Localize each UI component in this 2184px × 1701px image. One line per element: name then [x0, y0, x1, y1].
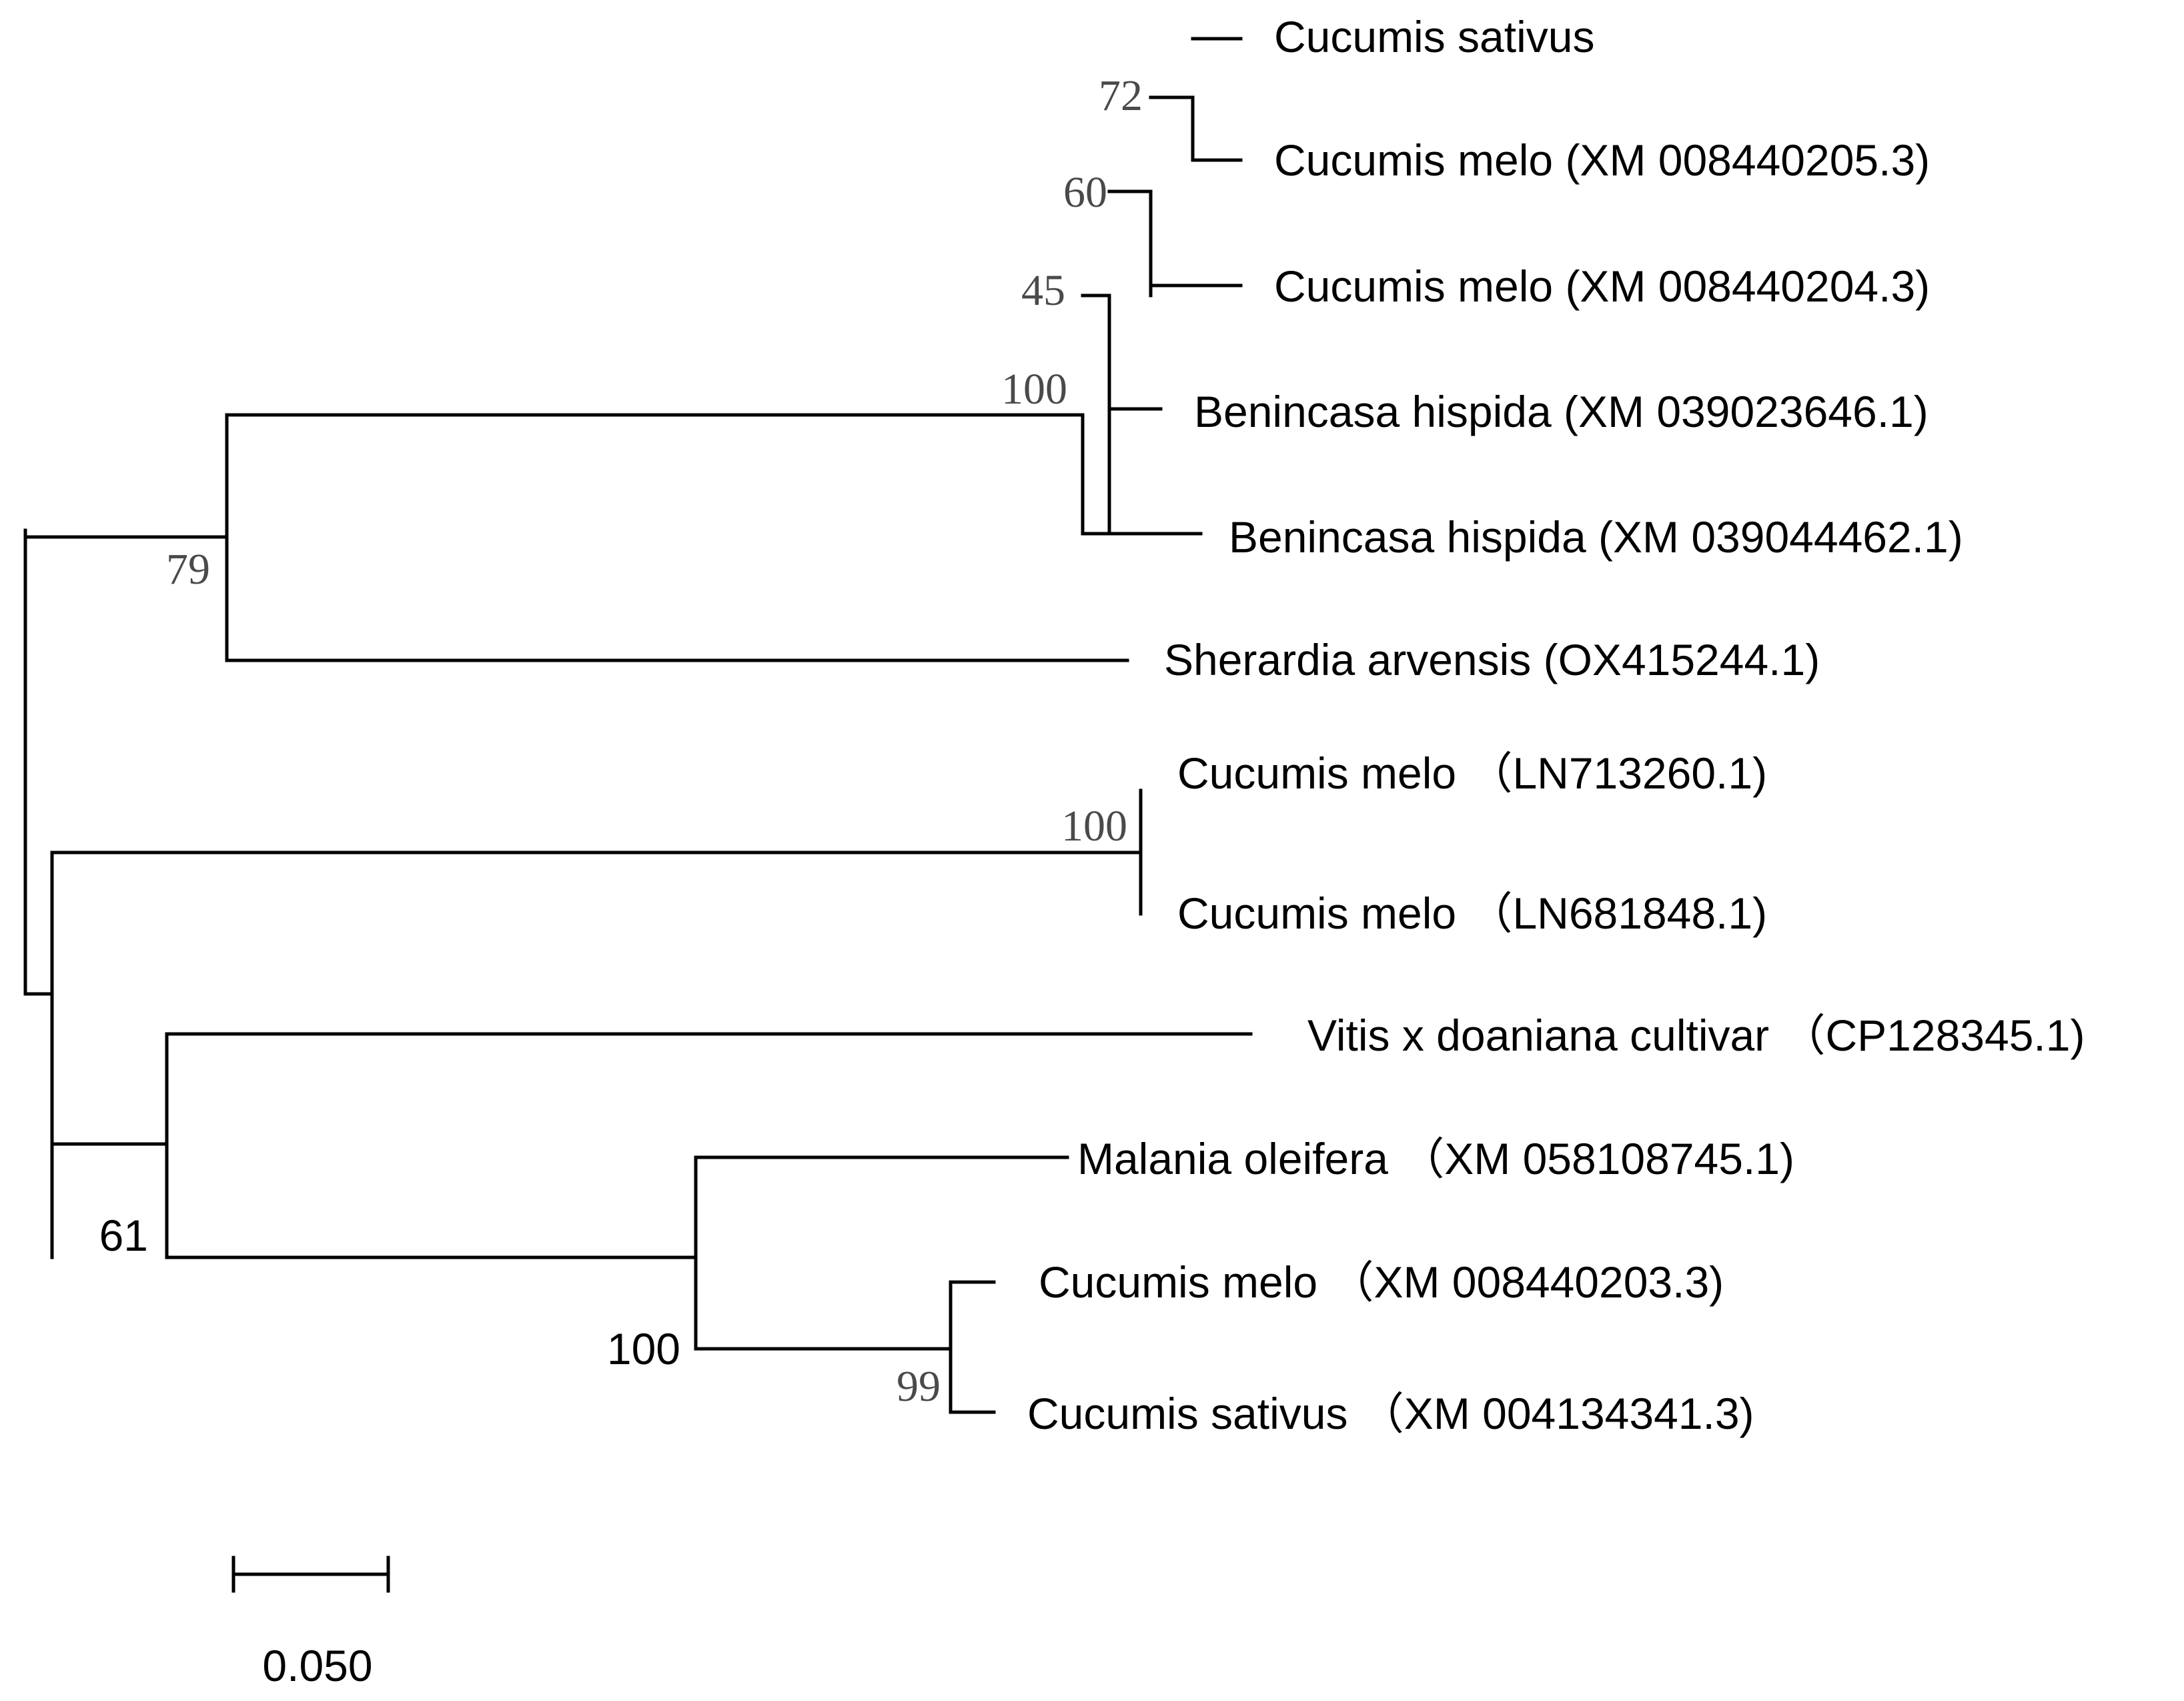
bootstrap-value-n61: 61: [99, 1211, 148, 1260]
scale-bar-label: 0.050: [262, 1641, 372, 1690]
leaf-label-12: Cucumis sativus （XM 004134341.3): [1027, 1389, 1754, 1438]
leaf-label-5: Benincasa hispida (XM 039044462.1): [1229, 512, 1963, 562]
bootstrap-value-n45: 45: [1021, 266, 1065, 315]
bootstrap-value-n79: 79: [166, 545, 210, 594]
leaf-label-10: Malania oleifera （XM 058108745.1): [1077, 1134, 1794, 1183]
bootstrap-value-n100b: 100: [1061, 802, 1127, 851]
bootstrap-values: 72 60 45 100 79 100 61 100 99: [99, 71, 1143, 1411]
leaf-label-11: Cucumis melo （XM 008440203.3): [1039, 1257, 1724, 1307]
leaf-label-1: Cucumis sativus: [1274, 12, 1594, 61]
bootstrap-value-n100a: 100: [1001, 365, 1067, 414]
leaf-label-3: Cucumis melo (XM 008440204.3): [1274, 261, 1930, 311]
bootstrap-value-n60: 60: [1063, 168, 1107, 217]
leaf-label-7: Cucumis melo （LN713260.1): [1177, 748, 1767, 798]
bootstrap-value-n99: 99: [897, 1362, 941, 1411]
bootstrap-value-n72: 72: [1099, 71, 1143, 120]
bootstrap-value-n100c: 100: [607, 1324, 680, 1373]
leaf-label-2: Cucumis melo (XM 008440205.3): [1274, 135, 1930, 185]
scale-bar: 0.050: [231, 1556, 390, 1690]
leaf-label-9: Vitis x doaniana cultivar （CP128345.1): [1307, 1011, 2085, 1060]
leaf-label-8: Cucumis melo （LN681848.1): [1177, 889, 1767, 938]
tree-branches: [23, 37, 1253, 1414]
leaf-label-6: Sherardia arvensis (OX415244.1): [1164, 635, 1820, 684]
leaf-label-4: Benincasa hispida (XM 039023646.1): [1194, 387, 1929, 436]
